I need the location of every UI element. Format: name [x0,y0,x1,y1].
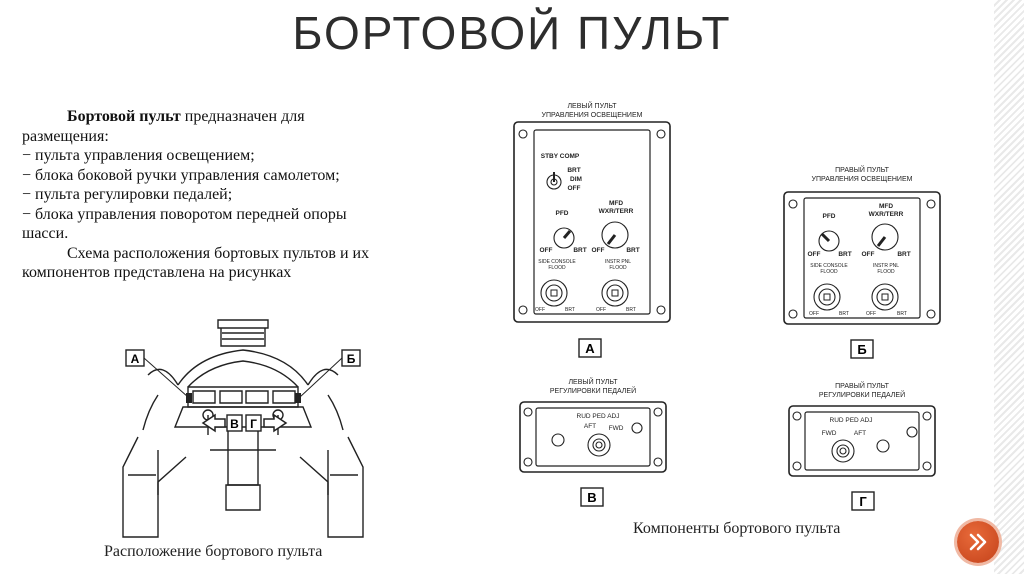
list-line: − пульта регулировки педалей; [22,186,233,203]
decorative-stripe [994,0,1024,574]
panel-b-letter: Б [857,342,866,357]
scheme-line: Схема расположения бортовых пультов и их [67,244,370,262]
panel-v-fwd: FWD [609,425,624,432]
panel-v-aft: AFT [584,423,596,430]
next-slide-button[interactable] [957,521,999,563]
panel-g-letter: Г [859,494,867,509]
panel-a-title-1: ЛЕВЫЙ ПУЛЬТ [567,101,617,110]
panel-v-title-2: РЕГУЛИРОВКИ ПЕДАЛЕЙ [550,386,636,395]
list-line: размещения: [22,127,109,145]
panel-b-mfd: MFD [879,203,893,210]
panel-b-side-2: FLOOD [820,269,838,275]
caption-right: Компоненты бортового пульта [633,520,841,537]
panel-b-instr-2: FLOOD [877,269,895,275]
panel-b-off-3: OFF [809,311,819,317]
panel-a-brt-mfd: BRT [626,247,639,254]
panel-a-stby: STBY COMP [541,153,580,160]
cockpit-diagram: А Б В Г [122,319,364,538]
panel-a-off-2: OFF [535,307,545,313]
panel-a-dim: DIM [570,176,582,183]
panel-b-off-4: OFF [866,311,876,317]
panel-a-instr-2: FLOOD [609,265,627,271]
list-line: шасси. [22,225,69,242]
list-line: − пульта управления освещением; [22,147,255,164]
panel-a-brt: BRT [567,167,580,174]
panel-b-brt-3: BRT [839,311,849,317]
label-a: А [131,352,140,366]
panel-v-rud: RUD PED ADJ [577,413,620,420]
chevron-double-right-icon [969,533,987,551]
label-g: Г [250,417,257,431]
intro-bold: Бортовой пульт [67,108,181,125]
panel-b-title-2: УПРАВЛЕНИЯ ОСВЕЩЕНИЕМ [812,176,913,183]
description-text: Бортовой пульт предназначен для размещен… [22,107,452,283]
panel-a-side-2: FLOOD [548,265,566,271]
panel-a-off-pfd: OFF [540,247,553,254]
panel-v-title-1: ЛЕВЫЙ ПУЛЬТ [568,377,618,386]
intro-rest: предназначен для [180,108,305,125]
panel-b-diagram: ПРАВЫЙ ПУЛЬТ УПРАВЛЕНИЯ ОСВЕЩЕНИЕМ PFD M… [783,165,941,359]
panel-a-brt-pfd: BRT [573,247,586,254]
intro-line: Бортовой пульт предназначен для [22,107,452,127]
panel-b-side-1: SIDE CONSOLE [810,263,848,269]
panel-v-diagram: ЛЕВЫЙ ПУЛЬТ РЕГУЛИРОВКИ ПЕДАЛЕЙ RUD PED … [519,377,667,507]
panel-a-side-1: SIDE CONSOLE [538,259,576,265]
panel-b-off-2: OFF [862,251,875,258]
panel-b-instr-1: INSTR PNL [873,263,899,269]
panel-b-title-1: ПРАВЫЙ ПУЛЬТ [835,165,889,174]
panel-a-pfd: PFD [556,210,569,217]
panel-a-instr-1: INSTR PNL [605,259,631,265]
panel-a-diagram: ЛЕВЫЙ ПУЛЬТ УПРАВЛЕНИЯ ОСВЕЩЕНИЕМ STBY C… [513,101,671,358]
panel-b-wxr: WXR/TERR [869,211,904,218]
panel-g-title-2: РЕГУЛИРОВКИ ПЕДАЛЕЙ [819,390,905,399]
panel-a-brt-3: BRT [626,307,636,313]
panel-a-off-mfd: OFF [592,247,605,254]
panel-v-letter: В [587,490,596,505]
panel-a-letter: А [585,341,595,356]
list-line: − блока управления поворотом передней оп… [22,205,347,223]
panel-b-brt-2: BRT [897,251,910,258]
panel-a-mfd: MFD [609,200,623,207]
panel-g-fwd: FWD [822,430,837,437]
panel-b-off-1: OFF [808,251,821,258]
panel-g-rud: RUD PED ADJ [830,417,873,424]
panel-g-aft: AFT [854,430,866,437]
list-line: − блока боковой ручки управления самолет… [22,166,340,184]
panel-a-title-2: УПРАВЛЕНИЯ ОСВЕЩЕНИЕМ [542,112,643,119]
label-b: Б [347,352,356,366]
panel-g-diagram: ПРАВЫЙ ПУЛЬТ РЕГУЛИРОВКИ ПЕДАЛЕЙ RUD PED… [788,381,936,511]
panel-a-wxr: WXR/TERR [599,208,634,215]
scheme-line: компонентов представлена на рисунках [22,264,292,281]
caption-left: Расположение бортового пульта [104,543,323,560]
panel-a-off: OFF [568,185,581,192]
panel-a-brt-2: BRT [565,307,575,313]
label-v: В [230,417,239,431]
panel-b-brt-1: BRT [838,251,851,258]
panel-b-pfd: PFD [823,213,836,220]
slide-title: БОРТОВОЙ ПУЛЬТ [292,7,732,59]
panel-b-brt-4: BRT [897,311,907,317]
panel-g-title-1: ПРАВЫЙ ПУЛЬТ [835,381,889,390]
panel-a-off-3: OFF [596,307,606,313]
